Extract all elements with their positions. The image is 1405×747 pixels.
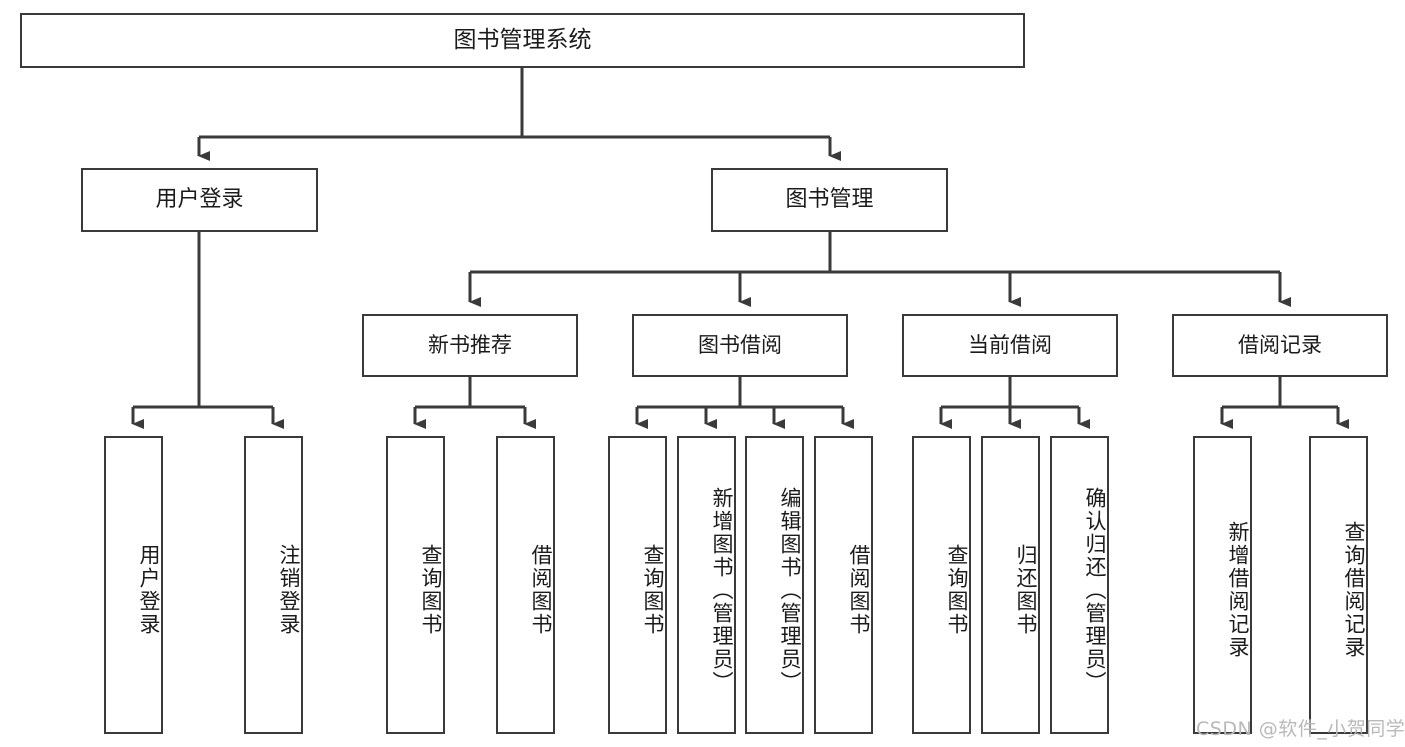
leaf-user-login-signin[interactable]: 用户登录 xyxy=(104,436,163,734)
node-label: 查询图书 xyxy=(419,544,443,636)
node-label: 用户登录 xyxy=(155,187,244,213)
leaf-user-login-signout[interactable]: 注销登录 xyxy=(244,436,303,734)
csdn-watermark: CSDN @软件_小贺同学 xyxy=(1196,718,1405,740)
node-label: 图书借阅 xyxy=(698,333,782,358)
leaf-borrow-edit-book[interactable]: 编辑图书（管理员） xyxy=(745,436,804,734)
node-label: 用户登录 xyxy=(137,544,161,636)
node-book-management[interactable]: 图书管理 xyxy=(711,168,948,232)
node-label: 查询图书 xyxy=(945,544,969,636)
node-borrow-record[interactable]: 借阅记录 xyxy=(1172,314,1388,377)
node-label: 新增图书（管理员） xyxy=(710,486,734,694)
leaf-recommend-borrow-book[interactable]: 借阅图书 xyxy=(496,436,555,734)
leaf-record-add-record[interactable]: 新增借阅记录 xyxy=(1193,436,1252,734)
node-label: 图书管理 xyxy=(785,187,874,213)
node-label: 借阅图书 xyxy=(847,544,871,636)
node-label: 查询图书 xyxy=(641,544,665,636)
node-label: 编辑图书（管理员） xyxy=(778,486,802,694)
node-label: 新增借阅记录 xyxy=(1226,521,1250,659)
node-user-login[interactable]: 用户登录 xyxy=(81,168,318,232)
leaf-borrow-query-book[interactable]: 查询图书 xyxy=(608,436,667,734)
leaf-record-query-record[interactable]: 查询借阅记录 xyxy=(1309,436,1368,734)
leaf-borrow-lend-book[interactable]: 借阅图书 xyxy=(814,436,873,734)
leaf-borrow-add-book[interactable]: 新增图书（管理员） xyxy=(677,436,736,734)
node-label: 图书管理系统 xyxy=(453,26,592,53)
node-label: 确认归还（管理员） xyxy=(1083,486,1107,694)
node-book-borrow[interactable]: 图书借阅 xyxy=(632,314,848,377)
node-label: 归还图书 xyxy=(1014,544,1038,636)
leaf-recommend-query-book[interactable]: 查询图书 xyxy=(386,436,445,734)
node-label: 借阅记录 xyxy=(1238,333,1322,358)
node-label: 当前借阅 xyxy=(968,333,1052,358)
node-current-borrow[interactable]: 当前借阅 xyxy=(902,314,1118,377)
leaf-current-confirm-return[interactable]: 确认归还（管理员） xyxy=(1050,436,1109,734)
node-root-system[interactable]: 图书管理系统 xyxy=(20,13,1025,68)
leaf-current-return-book[interactable]: 归还图书 xyxy=(981,436,1040,734)
node-new-book-recommend[interactable]: 新书推荐 xyxy=(362,314,578,377)
node-label: 注销登录 xyxy=(277,544,301,636)
node-label: 借阅图书 xyxy=(529,544,553,636)
node-label: 新书推荐 xyxy=(428,333,512,358)
node-label: 查询借阅记录 xyxy=(1342,521,1366,659)
leaf-current-query-book[interactable]: 查询图书 xyxy=(912,436,971,734)
